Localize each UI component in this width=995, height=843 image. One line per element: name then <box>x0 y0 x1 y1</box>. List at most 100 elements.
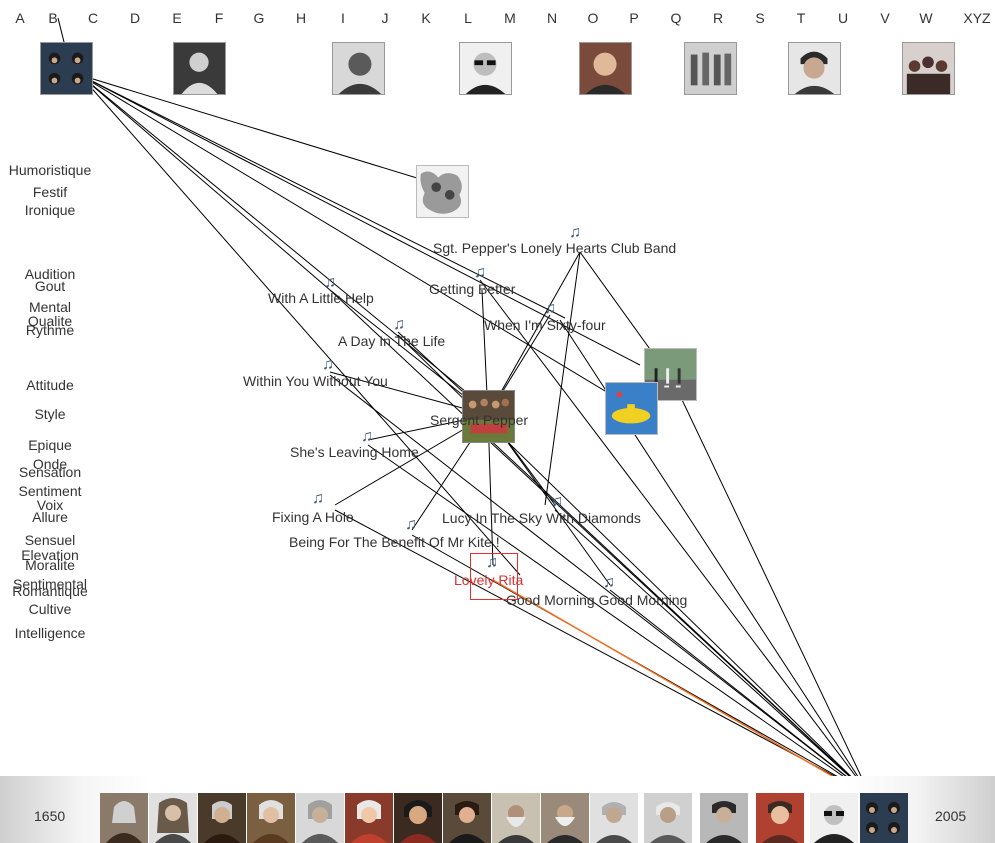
letter-n[interactable]: N <box>546 10 558 26</box>
composer-portrait[interactable] <box>345 793 393 843</box>
music-note-icon[interactable]: ♫ <box>569 224 581 241</box>
mood-label[interactable]: Sentiment <box>18 483 82 499</box>
letter-k[interactable]: K <box>421 10 431 26</box>
letter-e[interactable]: E <box>172 10 182 26</box>
mood-label[interactable]: Ironique <box>24 202 76 218</box>
mood-label[interactable]: Festif <box>32 184 68 200</box>
song-title[interactable]: Being For The Benefit Of Mr Kite ! <box>289 534 500 550</box>
letter-f[interactable]: F <box>214 10 224 26</box>
composer-portrait[interactable] <box>247 793 295 843</box>
composer-portrait[interactable] <box>700 793 748 843</box>
artist-thumbnail[interactable] <box>902 42 955 95</box>
music-note-icon[interactable]: ♫ <box>312 490 324 507</box>
letter-u[interactable]: U <box>837 10 849 26</box>
song-title-selected[interactable]: Lovely Rita <box>454 572 524 588</box>
mood-label[interactable]: Cultive <box>28 601 72 617</box>
mood-label[interactable]: Elevation <box>21 547 79 563</box>
artist-thumbnail[interactable] <box>40 42 93 95</box>
composer-portrait[interactable] <box>443 793 491 843</box>
mood-label[interactable]: Allure <box>32 509 68 525</box>
mood-label[interactable]: Audition <box>24 266 76 282</box>
artist-thumbnail[interactable] <box>684 42 737 95</box>
mood-label[interactable]: Gout <box>34 278 66 294</box>
letter-a[interactable]: A <box>15 10 25 26</box>
mood-label[interactable]: Epique <box>28 437 72 453</box>
music-note-icon[interactable]: ♫ <box>393 316 405 333</box>
composer-portrait[interactable] <box>590 793 638 843</box>
song-title[interactable]: When I'm Sixty-four <box>484 317 606 333</box>
album-cover-yellow-submarine[interactable] <box>605 382 658 435</box>
composer-portrait[interactable] <box>296 793 344 843</box>
song-title[interactable]: A Day In The Life <box>338 333 446 349</box>
mood-label[interactable]: Sentimental <box>13 576 87 592</box>
album-title[interactable]: Sergent Pepper <box>430 412 529 428</box>
music-note-icon[interactable]: ♫ <box>322 356 334 373</box>
mood-label[interactable]: Moralite <box>25 557 75 573</box>
music-note-icon[interactable]: ♫ <box>474 264 486 281</box>
song-title[interactable]: She's Leaving Home <box>290 444 419 460</box>
composer-portrait[interactable] <box>394 793 442 843</box>
album-cover-sergent-pepper[interactable] <box>462 390 515 443</box>
song-title[interactable]: Lucy In The Sky With Diamonds <box>442 510 641 526</box>
mood-label[interactable]: Mental <box>28 299 72 315</box>
composer-portrait[interactable] <box>100 793 148 843</box>
artist-thumbnail[interactable] <box>173 42 226 95</box>
letter-s[interactable]: S <box>755 10 765 26</box>
timeline-bar[interactable]: 1650 2005 <box>0 776 995 843</box>
music-note-icon[interactable]: ♫ <box>486 554 498 571</box>
composer-portrait[interactable] <box>644 793 692 843</box>
letter-p[interactable]: P <box>629 10 639 26</box>
mood-label[interactable]: Onde <box>32 456 68 472</box>
letter-o[interactable]: O <box>587 10 599 26</box>
mood-label[interactable]: Voix <box>36 497 64 513</box>
song-title[interactable]: Sgt. Pepper's Lonely Hearts Club Band <box>433 240 677 256</box>
music-note-icon[interactable]: ♫ <box>544 300 556 317</box>
composer-portrait[interactable] <box>756 793 804 843</box>
composer-portrait[interactable] <box>860 793 908 843</box>
mood-label[interactable]: Style <box>34 406 66 422</box>
letter-b[interactable]: B <box>48 10 58 26</box>
letter-q[interactable]: Q <box>670 10 682 26</box>
letter-j[interactable]: J <box>381 10 389 26</box>
artist-thumbnail[interactable] <box>579 42 632 95</box>
letter-r[interactable]: R <box>712 10 724 26</box>
letter-xyz[interactable]: XYZ <box>963 10 991 26</box>
song-title[interactable]: Fixing A Hole <box>272 509 354 525</box>
song-title[interactable]: Getting Better <box>429 281 516 297</box>
letter-d[interactable]: D <box>129 10 141 26</box>
mood-label[interactable]: Sensation <box>18 464 82 480</box>
music-note-icon[interactable]: ♫ <box>361 428 373 445</box>
composer-portrait[interactable] <box>492 793 540 843</box>
composer-portrait[interactable] <box>149 793 197 843</box>
composer-portrait[interactable] <box>198 793 246 843</box>
mood-label[interactable]: Sensuel <box>24 532 76 548</box>
letter-w[interactable]: W <box>919 10 933 26</box>
letter-l[interactable]: L <box>464 10 472 26</box>
music-note-icon[interactable]: ♫ <box>405 516 417 533</box>
mood-label[interactable]: Intelligence <box>14 625 86 641</box>
song-title[interactable]: Good Morning Good Morning <box>506 592 688 608</box>
letter-m[interactable]: M <box>504 10 516 26</box>
letter-i[interactable]: I <box>341 10 345 26</box>
music-note-icon[interactable]: ♫ <box>551 493 563 510</box>
composer-portrait[interactable] <box>810 793 858 843</box>
mood-label[interactable]: Rythme <box>25 322 75 338</box>
letter-c[interactable]: C <box>87 10 99 26</box>
mood-label[interactable]: Romantique <box>12 583 88 599</box>
artist-thumbnail[interactable] <box>788 42 841 95</box>
artist-thumbnail[interactable] <box>332 42 385 95</box>
artist-thumbnail[interactable] <box>459 42 512 95</box>
music-note-icon[interactable]: ♫ <box>324 274 336 291</box>
song-title[interactable]: Within You Without You <box>243 373 388 389</box>
composer-portrait[interactable] <box>541 793 589 843</box>
mood-label[interactable]: Attitude <box>26 377 74 393</box>
song-title[interactable]: With A Little Help <box>268 290 374 306</box>
letter-t[interactable]: T <box>796 10 806 26</box>
music-note-icon[interactable]: ♫ <box>603 574 615 591</box>
mood-label[interactable]: Humoristique <box>8 162 92 178</box>
letter-h[interactable]: H <box>295 10 307 26</box>
letter-g[interactable]: G <box>253 10 265 26</box>
mood-label[interactable]: Qualite <box>27 313 73 329</box>
album-cover-revolver[interactable] <box>416 165 469 218</box>
letter-v[interactable]: V <box>880 10 890 26</box>
